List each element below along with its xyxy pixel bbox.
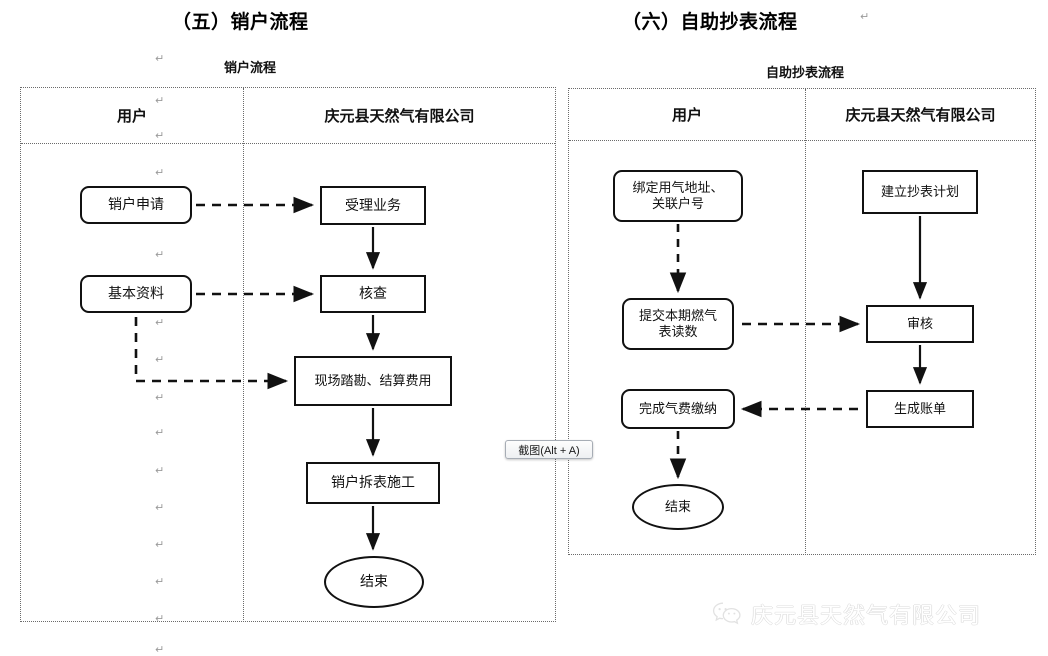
paragraph-mark: ↵ [155, 167, 165, 179]
lane-title-company: 庆元县天然气有限公司 [324, 108, 475, 125]
watermark-text: 庆元县天然气有限公司 [751, 603, 982, 628]
paragraph-mark: ↵ [155, 427, 165, 439]
flow-node-site-survey-settlement[interactable]: 现场踏勘、结算费用 [294, 356, 452, 406]
wechat-icon [712, 602, 741, 625]
paragraph-mark: ↵ [155, 465, 165, 477]
flow-node-end-cancel[interactable]: 结束 [324, 556, 424, 608]
paragraph-mark: ↵ [155, 354, 165, 366]
paragraph-mark: ↵ [155, 249, 165, 261]
lane-header-user-left: 用户 [21, 88, 243, 144]
lane-title-user: 用户 [671, 107, 702, 124]
flow-node-end-selfread[interactable]: 结束 [632, 484, 724, 530]
lane-title-user: 用户 [116, 108, 147, 125]
panel-caption-self-meter-reading: 自助抄表流程 [765, 65, 844, 80]
panel-caption-cancel-account: 销户流程 [223, 60, 276, 75]
lane-title-company: 庆元县天然气有限公司 [845, 107, 996, 124]
paragraph-mark: ↵ [155, 317, 165, 329]
lane-divider-right [805, 89, 806, 555]
paragraph-mark: ↵ [155, 53, 165, 65]
paragraph-mark: ↵ [155, 392, 165, 404]
screenshot-shortcut-button[interactable]: 截图(Alt + A) [505, 440, 593, 459]
section-title-cancel-account: （五）销户流程 [172, 12, 309, 33]
flow-node-accept-business[interactable]: 受理业务 [320, 186, 426, 225]
paragraph-mark: ↵ [155, 130, 165, 142]
flow-node-basic-info[interactable]: 基本资料 [80, 275, 192, 313]
flow-node-review[interactable]: 审核 [866, 305, 974, 343]
paragraph-mark: ↵ [860, 11, 870, 23]
flow-node-cancel-application[interactable]: 销户申请 [80, 186, 192, 224]
watermark: 庆元县天然气有限公司 [712, 598, 981, 630]
paragraph-mark: ↵ [155, 644, 165, 656]
lane-header-user-right: 用户 [569, 89, 805, 141]
lane-header-company-left: 庆元县天然气有限公司 [244, 88, 555, 144]
flow-node-bind-address[interactable]: 绑定用气地址、 关联户号 [613, 170, 743, 222]
section-title-self-meter-reading: （六）自助抄表流程 [622, 12, 798, 33]
flow-node-submit-reading[interactable]: 提交本期燃气 表读数 [622, 298, 734, 350]
flow-node-complete-payment[interactable]: 完成气费缴纳 [621, 389, 735, 429]
paragraph-mark: ↵ [155, 95, 165, 107]
lane-header-company-right: 庆元县天然气有限公司 [806, 89, 1035, 141]
paragraph-mark: ↵ [155, 539, 165, 551]
flow-node-create-reading-plan[interactable]: 建立抄表计划 [862, 170, 978, 214]
paragraph-mark: ↵ [155, 576, 165, 588]
flow-node-generate-bill[interactable]: 生成账单 [866, 390, 974, 428]
swimlane-panel-cancel-account [20, 87, 556, 622]
paragraph-mark: ↵ [155, 613, 165, 625]
lane-divider-left [243, 88, 244, 622]
paragraph-mark: ↵ [155, 502, 165, 514]
flow-node-verify[interactable]: 核查 [320, 275, 426, 313]
flow-node-dismantle-meter[interactable]: 销户拆表施工 [306, 462, 440, 504]
swimlane-panel-self-meter-reading [568, 88, 1036, 555]
